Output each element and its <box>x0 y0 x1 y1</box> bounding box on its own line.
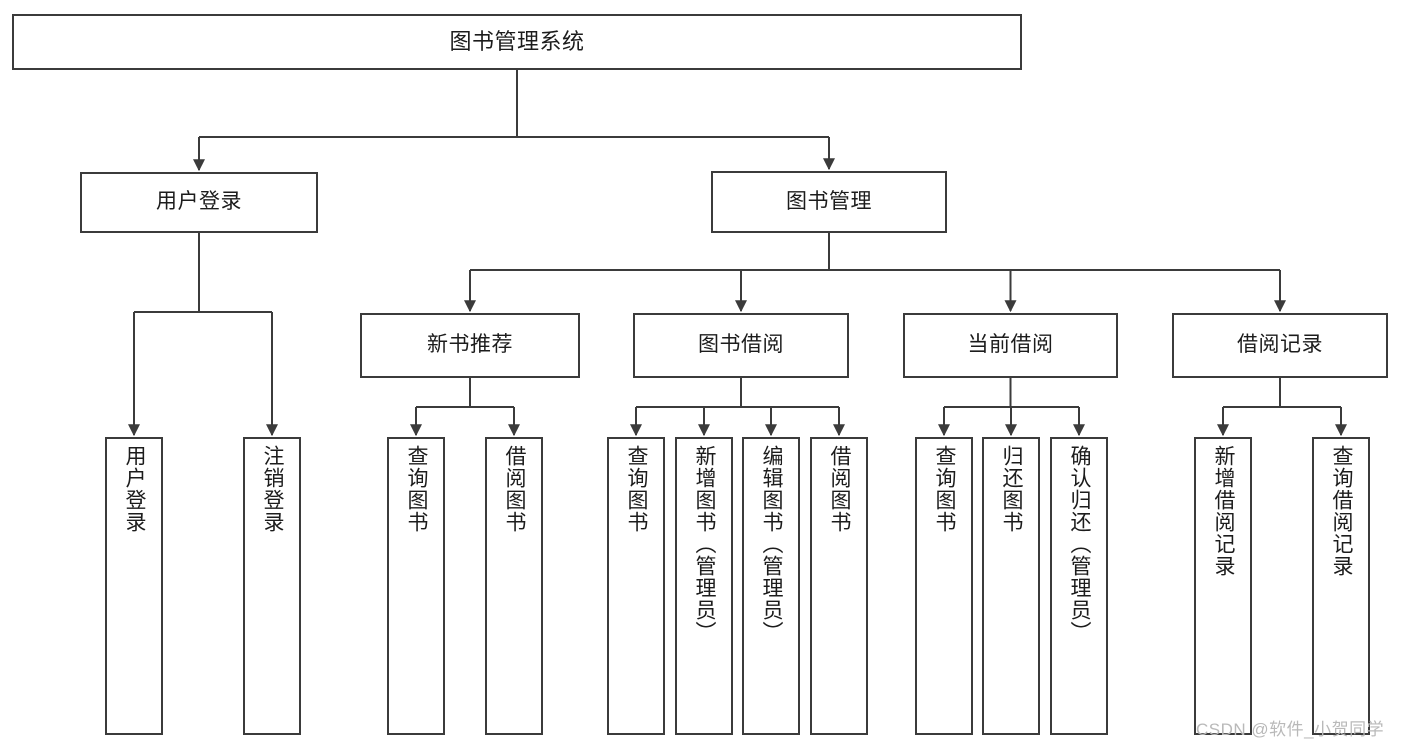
node-label: 借阅记录 <box>1237 333 1323 357</box>
node-label: 归还图书 <box>1000 445 1024 533</box>
node-leaf-confirm-return[interactable]: 确认归还（管理员） <box>1050 437 1108 735</box>
node-leaf-query-record[interactable]: 查询借阅记录 <box>1312 437 1370 735</box>
node-new-book-rec[interactable]: 新书推荐 <box>360 313 580 378</box>
node-label: 查询借阅记录 <box>1330 445 1354 577</box>
node-label: 新增图书（管理员） <box>693 445 717 643</box>
node-book-borrow[interactable]: 图书借阅 <box>633 313 849 378</box>
node-leaf-user-login[interactable]: 用户登录 <box>105 437 163 735</box>
csdn-watermark: CSDN @软件_小贺同学 <box>1196 720 1385 739</box>
node-leaf-borrow-book-a[interactable]: 借阅图书 <box>485 437 543 735</box>
node-label: 用户登录 <box>123 445 147 533</box>
node-label: 借阅图书 <box>503 445 527 533</box>
node-book-manage[interactable]: 图书管理 <box>711 171 947 233</box>
node-borrow-record[interactable]: 借阅记录 <box>1172 313 1388 378</box>
node-label: 图书管理 <box>786 189 872 213</box>
node-label: 图书借阅 <box>698 333 784 357</box>
node-label: 查询图书 <box>405 445 429 533</box>
node-leaf-query-book-a[interactable]: 查询图书 <box>387 437 445 735</box>
node-label: 新增借阅记录 <box>1212 445 1236 577</box>
node-leaf-return-book[interactable]: 归还图书 <box>982 437 1040 735</box>
node-label: 图书管理系统 <box>449 29 585 55</box>
node-leaf-edit-book[interactable]: 编辑图书（管理员） <box>742 437 800 735</box>
node-label: 新书推荐 <box>427 333 513 357</box>
node-label: 当前借阅 <box>967 333 1054 357</box>
node-leaf-add-record[interactable]: 新增借阅记录 <box>1194 437 1252 735</box>
node-leaf-query-book-c[interactable]: 查询图书 <box>915 437 973 735</box>
node-user-login[interactable]: 用户登录 <box>80 172 318 233</box>
node-label: 查询图书 <box>625 445 649 533</box>
node-leaf-query-book-b[interactable]: 查询图书 <box>607 437 665 735</box>
node-label: 用户登录 <box>156 190 242 214</box>
node-label: 编辑图书（管理员） <box>760 445 784 643</box>
node-label: 借阅图书 <box>828 445 852 533</box>
node-leaf-borrow-book-b[interactable]: 借阅图书 <box>810 437 868 735</box>
edge-group <box>128 70 1347 437</box>
node-current-borrow[interactable]: 当前借阅 <box>903 313 1118 378</box>
node-leaf-logout[interactable]: 注销登录 <box>243 437 301 735</box>
node-label: 注销登录 <box>261 445 285 533</box>
node-label: 确认归还（管理员） <box>1068 445 1092 643</box>
node-leaf-add-book[interactable]: 新增图书（管理员） <box>675 437 733 735</box>
node-root[interactable]: 图书管理系统 <box>12 14 1022 70</box>
node-label: 查询图书 <box>933 445 957 533</box>
